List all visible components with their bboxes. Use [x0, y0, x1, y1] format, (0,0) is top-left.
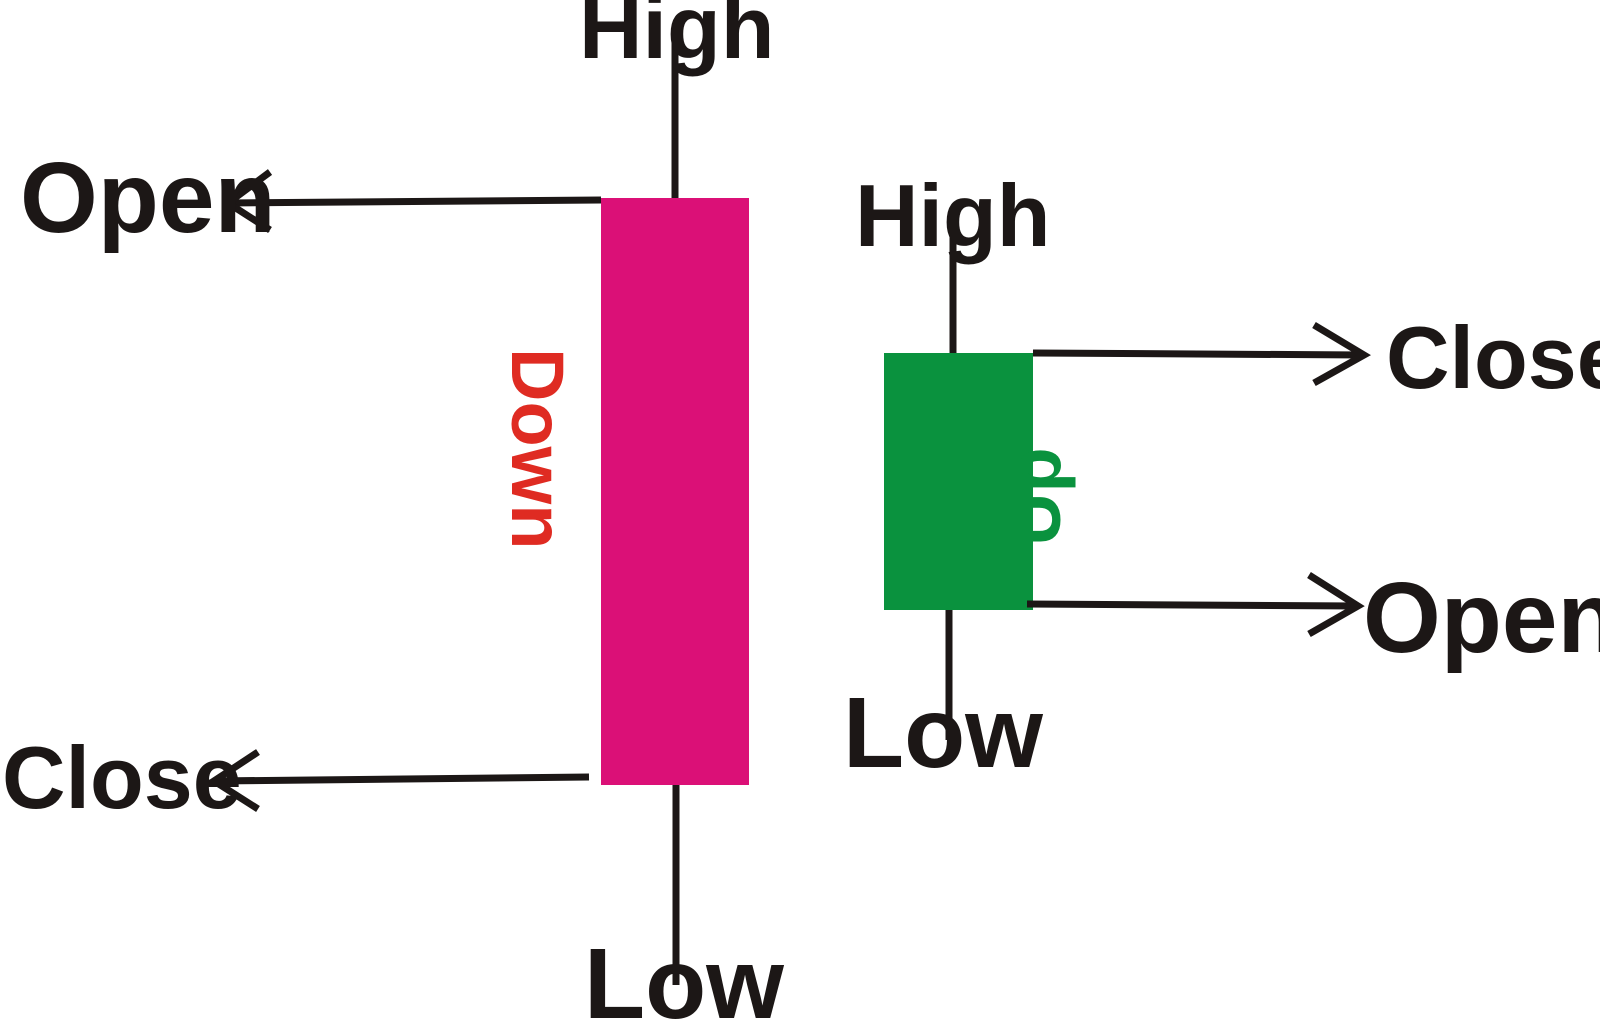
bearish-open-label: Open — [20, 142, 276, 254]
bullish-open-label: Open — [1363, 562, 1600, 674]
bullish-direction-label: Up — [993, 447, 1076, 546]
bearish-close-arrow — [207, 749, 590, 812]
bearish-direction-label: Down — [496, 348, 579, 549]
bullish-open-arrow — [1026, 572, 1365, 638]
bearish-candlestick: High Low Open Close Down — [2, 0, 784, 1021]
bullish-body — [884, 353, 1033, 610]
bullish-candlestick: High Low Close Open Up — [843, 166, 1600, 789]
bearish-body — [601, 198, 749, 785]
bearish-low-label: Low — [584, 928, 784, 1021]
bullish-low-label: Low — [843, 677, 1043, 789]
bearish-high-label: High — [579, 0, 775, 77]
bullish-high-label: High — [855, 166, 1051, 265]
bearish-open-arrow — [221, 169, 602, 233]
bullish-close-label: Close — [1386, 308, 1600, 407]
bearish-close-label: Close — [2, 728, 242, 827]
bullish-close-arrow — [1032, 321, 1371, 387]
